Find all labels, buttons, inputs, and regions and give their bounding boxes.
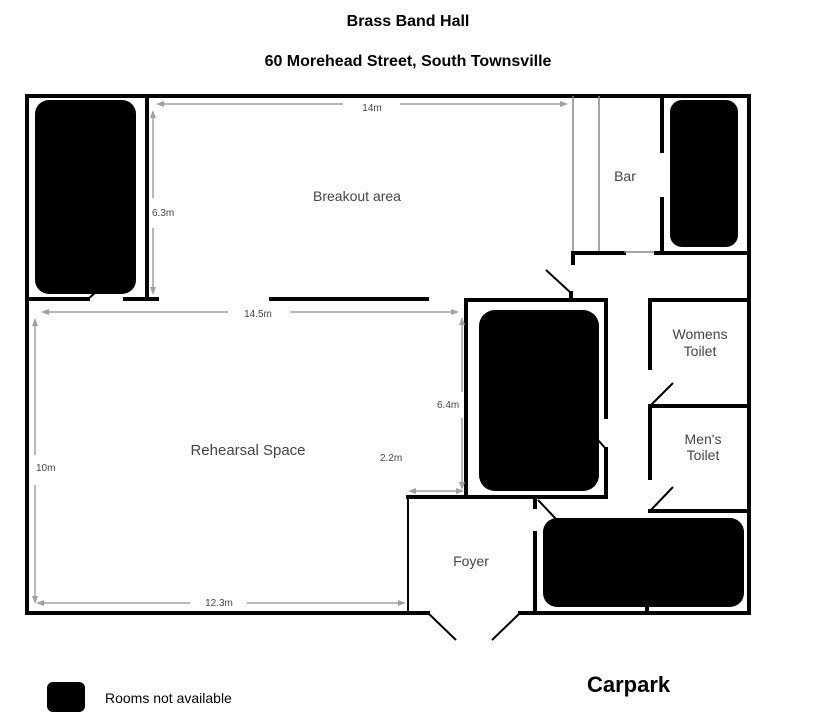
foyer-walls — [406, 495, 558, 615]
room-label-breakout: Breakout area — [313, 188, 401, 204]
dim-label-notch-depth: 6.4m — [437, 400, 459, 411]
legend-unavailable-swatch — [47, 682, 85, 712]
dim-label-rehearsal-width-top: 14.5m — [244, 309, 272, 320]
venue-title: Brass Band Hall — [346, 13, 470, 30]
room-label-mens-toilet-2: Toilet — [687, 447, 720, 463]
toilet-walls — [645, 298, 751, 615]
carpark-label: Carpark — [587, 672, 671, 697]
unavailable-room-bottom-right — [543, 518, 744, 607]
unavailable-room-top-left — [35, 100, 136, 294]
dimension-lines — [32, 101, 568, 606]
dim-label-notch-width: 2.2m — [380, 453, 402, 464]
bar-walls — [545, 94, 751, 302]
room-label-womens-toilet-2: Toilet — [684, 343, 717, 359]
dim-label-breakout-depth: 6.3m — [152, 208, 174, 219]
unavailable-room-middle — [479, 310, 599, 491]
room-label-rehearsal: Rehearsal Space — [190, 442, 305, 459]
dim-label-rehearsal-depth: 10m — [36, 463, 55, 474]
entrance-doors[interactable] — [427, 612, 521, 641]
room-label-bar: Bar — [614, 168, 636, 184]
room-label-womens-toilet-1: Womens — [673, 326, 728, 342]
room-label-mens-toilet-1: Men's — [685, 431, 722, 447]
unavailable-room-top-right — [670, 100, 738, 247]
unavailable-rooms — [35, 100, 744, 607]
top-left-room-walls — [25, 94, 159, 301]
venue-address: 60 Morehead Street, South Townsville — [264, 53, 552, 70]
dim-label-breakout-width: 14m — [362, 103, 381, 114]
room-label-foyer: Foyer — [453, 553, 489, 569]
legend-unavailable-label: Rooms not available — [105, 690, 232, 706]
dim-label-rehearsal-width-bottom: 12.3m — [205, 598, 233, 609]
